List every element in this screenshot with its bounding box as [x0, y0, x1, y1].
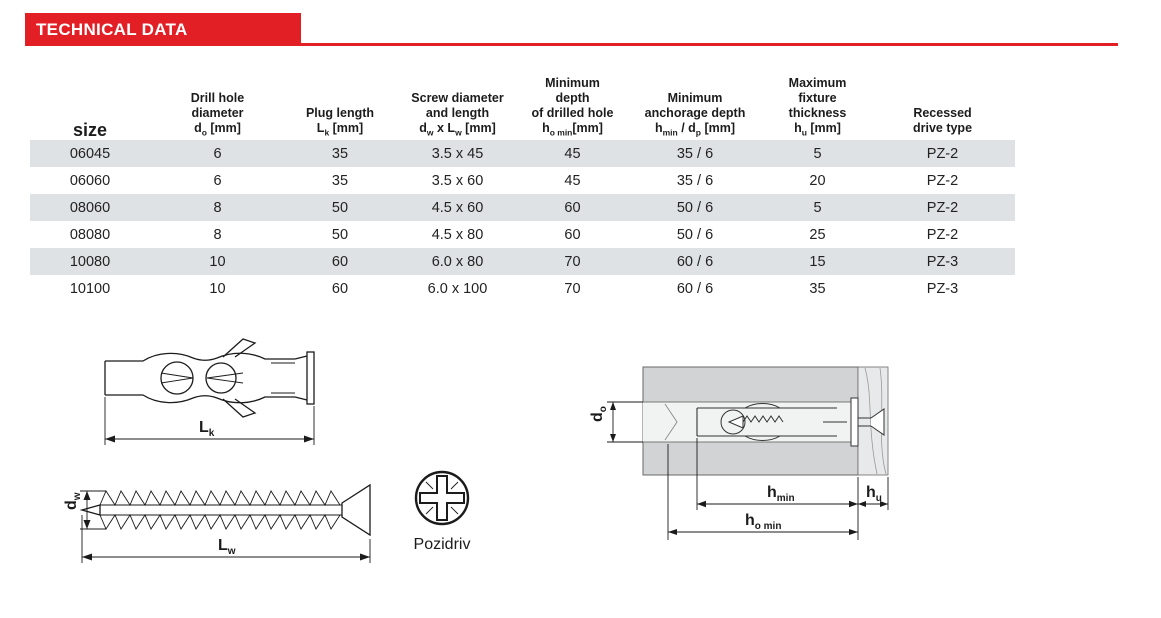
table-cell: 60 — [520, 194, 625, 221]
fixture-thickness-dimension-label: hu — [866, 484, 882, 504]
screw-diameter-dimension-label: dw — [63, 492, 83, 510]
table-row: 10100 10 60 6.0 x 100 70 60 / 6 35 PZ-3 — [30, 275, 1015, 302]
table-cell: PZ-2 — [926, 226, 959, 243]
table-cell: 6 — [213, 172, 222, 189]
table-cell: 70 — [564, 280, 581, 297]
screw-diagram-svg: dw Lw — [63, 483, 371, 563]
table-cell: 60 — [331, 280, 349, 297]
table-cell: PZ-2 — [926, 172, 959, 189]
table-cell: 4.5 x 60 — [395, 194, 520, 221]
plug-length-dimension-label: Lk — [199, 419, 215, 439]
table-cell: 06060 — [69, 172, 111, 189]
table-cell: 35 — [285, 140, 395, 167]
table-cell: 25 — [809, 226, 826, 243]
screw-drawing: dw Lw — [60, 463, 400, 573]
pozidriv-icon — [414, 470, 470, 526]
table-cell: PZ-2 — [870, 194, 1015, 221]
table-cell: 70 — [520, 248, 625, 275]
column-header-size: size — [72, 120, 108, 140]
table-row: 08080 8 50 4.5 x 80 60 50 / 6 25 PZ-2 — [30, 221, 1015, 248]
table-cell: 4.5 x 80 — [431, 226, 484, 243]
table-cell: 35 — [809, 280, 826, 297]
table-cell: 3.5 x 45 — [395, 140, 520, 167]
table-cell: 6.0 x 80 — [395, 248, 520, 275]
hole-depth-dimension-label: ho min — [745, 512, 781, 532]
table-cell: 15 — [765, 248, 870, 275]
table-cell: 10 — [209, 280, 226, 297]
table-cell: 08080 — [69, 226, 111, 243]
table-row: 06060 6 35 3.5 x 60 45 35 / 6 20 PZ-2 — [30, 167, 1015, 194]
table-cell: 45 — [564, 172, 581, 189]
plug-drawing: Lk — [85, 333, 345, 458]
table-cell: 50 / 6 — [676, 226, 714, 243]
table-cell: 60 / 6 — [676, 280, 714, 297]
table-cell: 3.5 x 60 — [431, 172, 484, 189]
table-cell: 60 — [564, 226, 581, 243]
pozidriv-block: Pozidriv — [403, 468, 481, 554]
table-cell: 5 — [765, 194, 870, 221]
header-rule — [25, 43, 1118, 46]
table-cell: 35 / 6 — [676, 172, 714, 189]
screw-length-dimension-label: Lw — [218, 537, 236, 557]
table-cell: 50 — [285, 194, 395, 221]
table-cell: 50 — [331, 226, 349, 243]
table-cell: 5 — [765, 140, 870, 167]
table-cell: 10 — [150, 248, 285, 275]
table-cell: 50 / 6 — [625, 194, 765, 221]
table-cell: 20 — [809, 172, 826, 189]
section-title: TECHNICAL DATA — [36, 19, 188, 39]
table-cell: 10080 — [30, 248, 150, 275]
table-cell: 10100 — [69, 280, 111, 297]
table-cell: PZ-2 — [870, 140, 1015, 167]
table-cell: 6 — [150, 140, 285, 167]
table-cell: 06045 — [30, 140, 150, 167]
installed-anchor-drawing: do hmin hu ho min — [585, 352, 915, 547]
table-cell: PZ-3 — [870, 248, 1015, 275]
table-cell: 8 — [213, 226, 222, 243]
table-cell: 35 / 6 — [625, 140, 765, 167]
installed-diagram-svg: do hmin hu ho min — [589, 366, 889, 540]
table-cell: 45 — [520, 140, 625, 167]
section-header-banner: TECHNICAL DATA — [25, 13, 301, 46]
anchorage-depth-dimension-label: hmin — [767, 484, 795, 504]
plug-diagram-svg: Lk — [104, 338, 315, 445]
table-cell: 60 — [285, 248, 395, 275]
table-cell: PZ-3 — [926, 280, 959, 297]
hole-diameter-dimension-label: do — [589, 406, 609, 422]
pozidriv-label: Pozidriv — [413, 536, 471, 553]
table-cell: 60 / 6 — [625, 248, 765, 275]
table-cell: 6.0 x 100 — [427, 280, 488, 297]
table-cell: 08060 — [30, 194, 150, 221]
table-cell: 8 — [150, 194, 285, 221]
table-cell: 35 — [331, 172, 349, 189]
